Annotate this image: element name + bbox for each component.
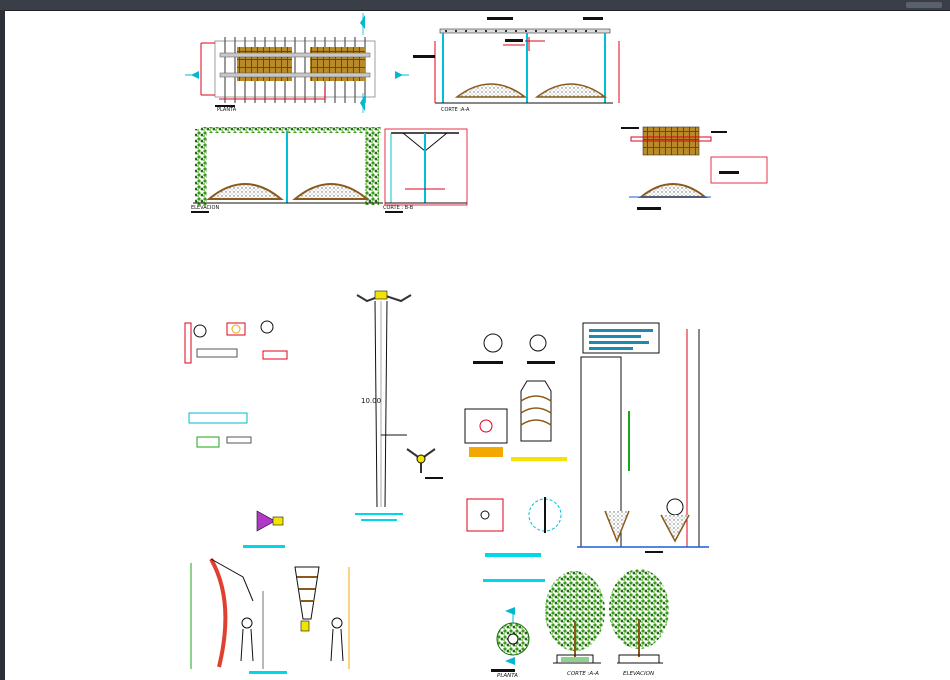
- pole-height-label: 10.00: [361, 397, 381, 405]
- left-edge-bar: [0, 10, 5, 680]
- connector-details[interactable]: [184, 320, 288, 448]
- foundation-details[interactable]: [464, 333, 567, 557]
- app-title-bar: [0, 0, 950, 11]
- cad-drawing-canvas[interactable]: PLANTA CORTE :A-A: [5, 11, 950, 680]
- planta-top-label: PLANTA: [217, 107, 237, 113]
- planta-tree-label: PLANTA: [497, 673, 518, 679]
- pergola-section-aa[interactable]: CORTE :A-A: [413, 17, 620, 113]
- corte-bb-label: CORTE : B-B: [383, 205, 414, 211]
- tree-details[interactable]: PLANTA CORTE :A-A ELEVACION: [483, 569, 669, 679]
- cad-drawing-svg: PLANTA CORTE :A-A: [184, 13, 768, 679]
- corte-aa-top-label: CORTE :A-A: [441, 107, 470, 113]
- pergola-section-bb[interactable]: CORTE : B-B: [383, 128, 468, 213]
- corte-aa-tree-label: CORTE :A-A: [567, 671, 599, 677]
- street-lamp-detail[interactable]: [190, 510, 350, 674]
- elevacion-top-label: ELEVACION: [191, 205, 219, 211]
- pergola-plan-view[interactable]: PLANTA: [185, 13, 409, 113]
- bench-detail[interactable]: [621, 126, 768, 210]
- window-controls-icon[interactable]: [906, 2, 942, 8]
- pergola-elevation[interactable]: ELEVACION: [191, 127, 383, 213]
- elevacion-tree-label: ELEVACION: [623, 671, 654, 677]
- light-pole-detail[interactable]: 10.00: [355, 290, 443, 521]
- pole-elevations[interactable]: [577, 322, 709, 553]
